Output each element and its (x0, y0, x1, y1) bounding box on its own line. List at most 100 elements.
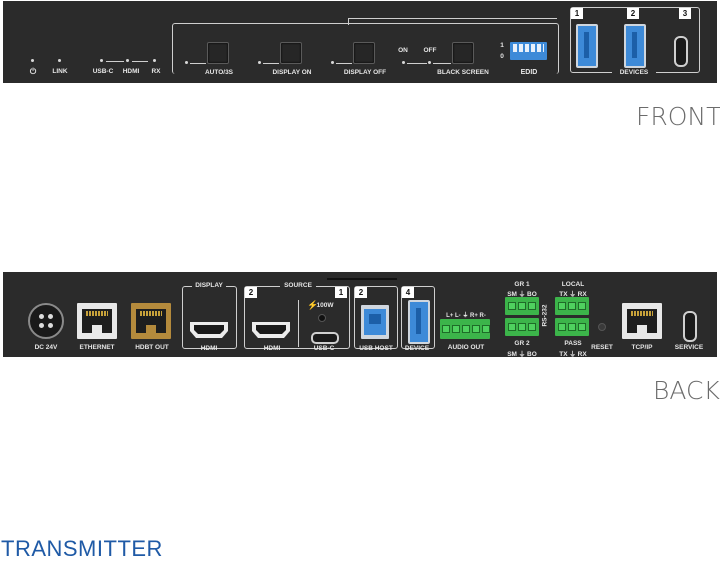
hdbt-out-label: HDBT OUT (135, 344, 169, 351)
gr2-terminal[interactable] (505, 318, 539, 336)
off-label: OFF (423, 47, 437, 54)
display-hdmi-port[interactable] (189, 320, 229, 340)
front-usb-c-port[interactable] (674, 36, 688, 67)
link-led (58, 59, 61, 62)
display-label: DISPLAY (192, 282, 226, 289)
service-usbc-port[interactable] (683, 311, 697, 342)
black-line (433, 63, 451, 64)
audio-out-terminal[interactable] (440, 319, 490, 339)
source-label: SOURCE (280, 282, 316, 289)
usb-host-port[interactable] (361, 305, 389, 339)
controls-frame (172, 23, 559, 74)
gr1-label: GR 1 (514, 281, 530, 288)
reset-label: RESET (591, 344, 613, 351)
display-off-line (336, 63, 352, 64)
rx-label: RX (151, 68, 161, 75)
device-num-2: 2 (627, 8, 639, 19)
controls-frame-top-left (172, 18, 348, 23)
display-hdmi-label: HDMI (200, 345, 218, 352)
controls-frame-top-notch (348, 18, 557, 25)
hdmi-label: HDMI (122, 68, 140, 75)
front-usb-a-port-1[interactable] (576, 24, 598, 68)
edid-dip-switch[interactable] (510, 42, 547, 60)
dc-label: DC 24V (34, 344, 58, 351)
dc-power-jack[interactable] (28, 303, 64, 339)
usb-host-label: USB HOST (359, 345, 393, 352)
source-num-1: 1 (335, 287, 347, 298)
back-heading: BACK (653, 376, 720, 405)
usbc-led-line (106, 61, 124, 62)
usb-host-frame (354, 286, 398, 349)
auto-line (190, 63, 206, 64)
edid-zero: 0 (500, 53, 504, 60)
device-label: DEVICE (404, 345, 430, 352)
display-off-led (331, 61, 334, 64)
black-mid-line (407, 63, 427, 64)
ethernet-label: ETHERNET (79, 344, 115, 351)
pass-label: PASS (564, 340, 582, 347)
device-num-3: 3 (679, 8, 691, 19)
source-usbc-pinhole (318, 314, 326, 322)
local-pins: TX ⏚ RX (559, 291, 587, 298)
auto-label: AUTO/3S (204, 69, 234, 76)
black-on-led (402, 61, 405, 64)
display-on-line (263, 63, 279, 64)
pass-terminal[interactable] (555, 318, 589, 336)
source-hdmi-port[interactable] (251, 320, 291, 340)
gr1-pins: SM ⏚ BO (507, 291, 537, 298)
tcpip-port[interactable] (622, 303, 662, 339)
ethernet-port[interactable] (77, 303, 117, 339)
device-num-4: 4 (402, 287, 414, 298)
front-usb-a-port-2[interactable] (624, 24, 646, 68)
tcpip-label: TCP/IP (631, 344, 653, 351)
source-usbc-label: USB-C (313, 345, 335, 352)
usbc-led (100, 59, 103, 62)
back-usb-a-port[interactable] (408, 300, 430, 344)
source-usbc-port[interactable] (311, 332, 339, 344)
lightning-icon: ⚡ (307, 300, 319, 310)
hdmi-led-line (132, 61, 148, 62)
product-title: TRANSMITTER (1, 536, 163, 561)
reset-button[interactable] (598, 323, 606, 331)
gr2-pins: SM ⏚ BO (507, 351, 537, 358)
audio-out-label: AUDIO OUT (447, 344, 485, 351)
devices-label: DEVICES (612, 69, 656, 76)
hdbt-out-port[interactable] (131, 303, 171, 339)
audio-pin-labels: L+ L- ⏚ R+ R- (446, 313, 486, 319)
display-off-label: DISPLAY OFF (343, 69, 387, 76)
power-rating: 100W (316, 302, 334, 309)
on-label: ON (398, 47, 408, 54)
source-hdmi-label: HDMI (263, 345, 281, 352)
black-off-led (428, 61, 431, 64)
edid-one: 1 (500, 42, 504, 49)
display-on-button[interactable] (280, 42, 302, 64)
local-label: LOCAL (561, 281, 585, 288)
local-terminal[interactable] (555, 297, 589, 315)
power-led (31, 59, 34, 62)
rx-led (153, 59, 156, 62)
front-heading: FRONT (636, 102, 720, 131)
usb-host-num-2: 2 (355, 287, 367, 298)
black-screen-label: BLACK SCREEN (437, 69, 489, 76)
link-label: LINK (52, 68, 68, 75)
power-icon: ⏻ (29, 67, 37, 76)
edid-label: EDID (520, 69, 538, 76)
pass-pins: TX ⏚ RX (559, 351, 587, 358)
usb-host-top-bar (327, 278, 397, 280)
source-num-2: 2 (245, 287, 257, 298)
device-num-1: 1 (571, 8, 583, 19)
display-off-button[interactable] (353, 42, 375, 64)
service-label: SERVICE (674, 344, 704, 351)
black-screen-button[interactable] (452, 42, 474, 64)
source-divider (298, 300, 299, 347)
device-frame (401, 286, 435, 349)
gr2-label: GR 2 (514, 340, 530, 347)
usbc-label: USB-C (92, 68, 114, 75)
rs232-label: RS-232 (541, 304, 549, 327)
display-on-led (258, 61, 261, 64)
hdmi-led (126, 59, 129, 62)
auto-led (185, 61, 188, 64)
display-on-label: DISPLAY ON (272, 69, 312, 76)
gr1-terminal[interactable] (505, 297, 539, 315)
auto-button[interactable] (207, 42, 229, 64)
